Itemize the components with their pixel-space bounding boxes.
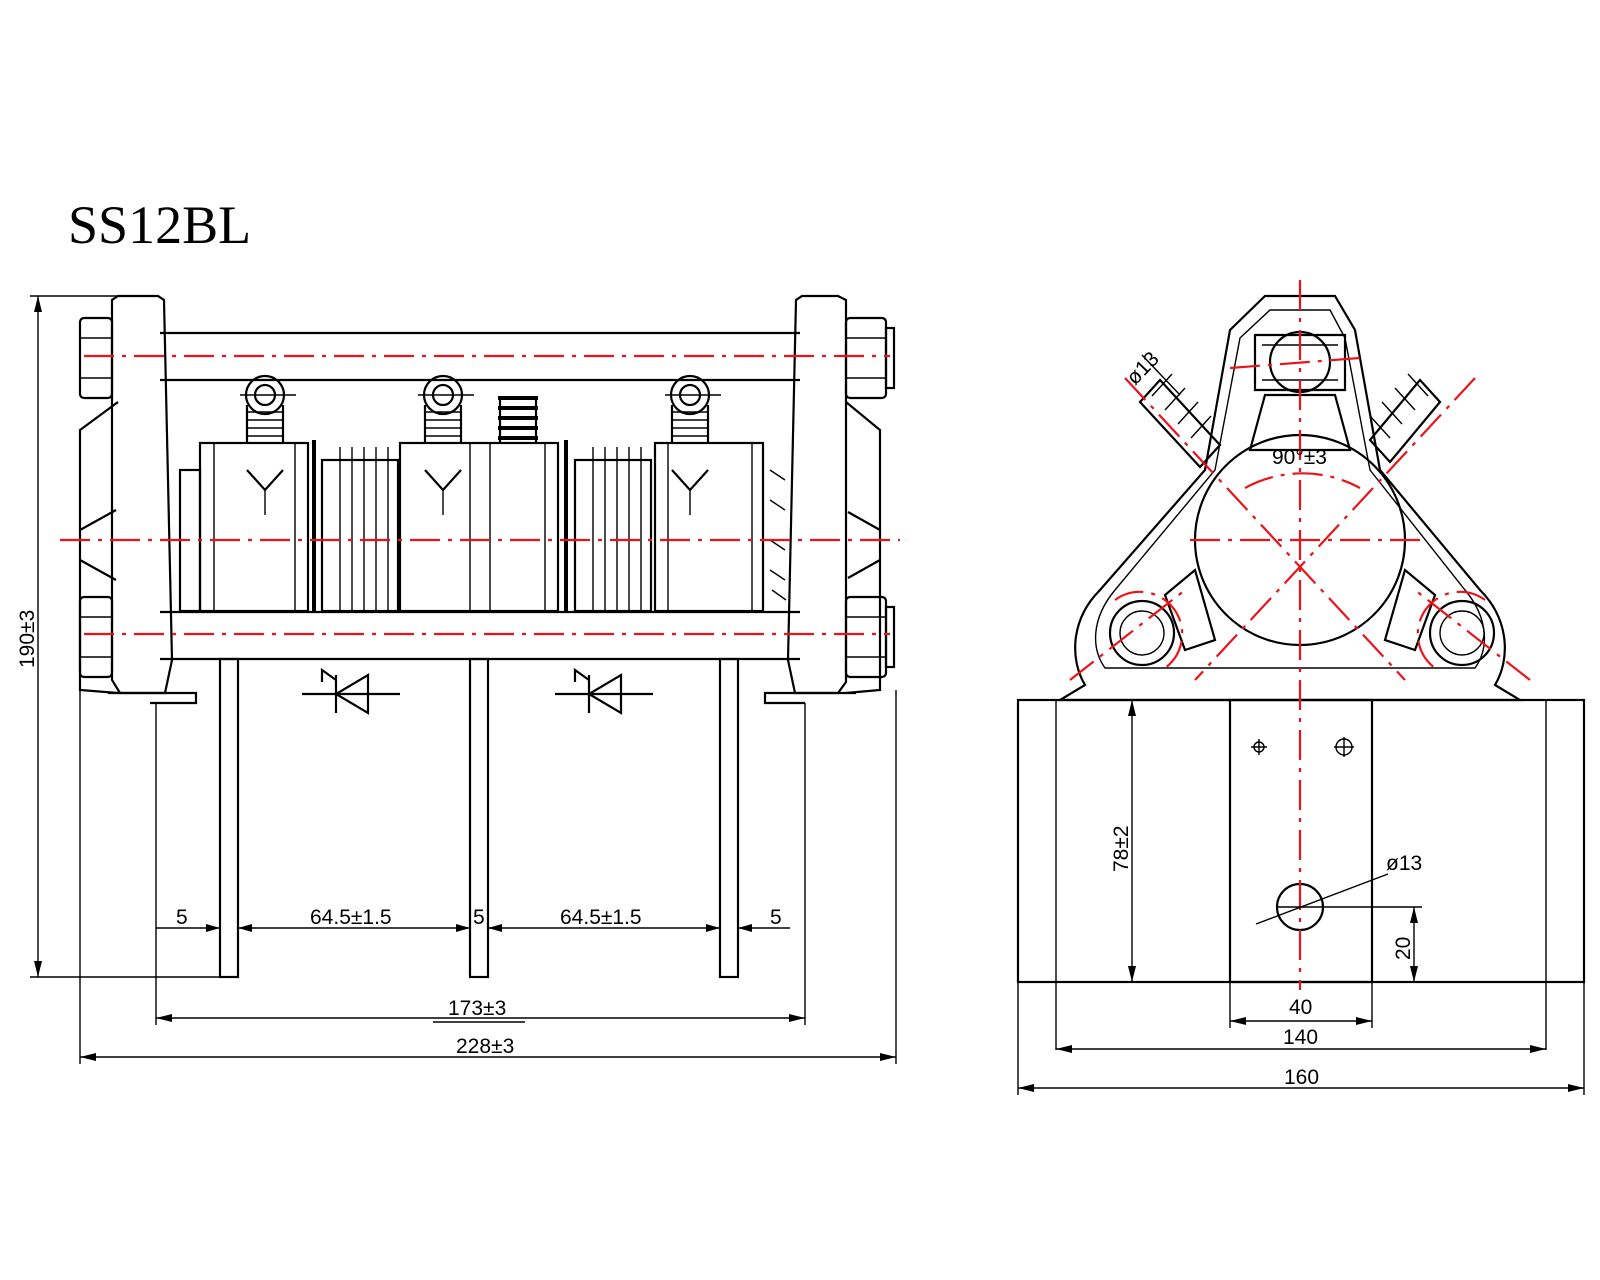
heatsink-right — [653, 441, 787, 613]
overall-width-dimension — [79, 690, 897, 1064]
terminal-stud-left — [240, 374, 296, 515]
height-dim-label: 190±3 — [16, 610, 39, 668]
side-centerlines — [1069, 280, 1531, 990]
angled-stud-left — [1138, 373, 1222, 469]
gap-mid-label: 5 — [473, 906, 485, 929]
thyristor-disc-left — [312, 440, 400, 613]
bar-width-dimension — [1229, 982, 1373, 1028]
spring-washer-stack — [498, 396, 538, 443]
inner-width-dimension — [155, 703, 806, 1025]
pitch-right-label: 64.5±1.5 — [560, 906, 642, 929]
pitch-left-label: 64.5±1.5 — [310, 906, 392, 929]
hole-offset-label: 20 — [1392, 937, 1415, 960]
lower-tie-rod — [160, 610, 800, 661]
inner-width-label: 173±3 — [448, 997, 506, 1020]
nut-bottom-left — [78, 595, 114, 679]
thyristor-symbol-right — [555, 667, 653, 715]
hole-height-dimension — [1124, 700, 1230, 983]
thyristor-disc-right — [564, 440, 653, 613]
nut-bottom-right — [844, 595, 896, 679]
overall-width-label: 228±3 — [456, 1035, 514, 1058]
gap-left-label: 5 — [176, 906, 188, 929]
triangular-clamp — [1056, 294, 1524, 702]
bottom-hole-dia-label: ø13 — [1386, 852, 1422, 875]
terminal-stud-right — [665, 374, 721, 515]
front-centerlines — [60, 354, 900, 636]
lower-bolt-right — [1428, 599, 1496, 667]
terminal-stud-center — [418, 374, 474, 515]
right-clamp-plate — [763, 294, 882, 705]
thyristor-symbol-left — [302, 667, 400, 715]
nut-top-right — [844, 316, 896, 400]
side-view: ø13 90°±3 ø13 78±2 20 — [1016, 280, 1586, 1095]
hole-offset-dimension — [1277, 906, 1422, 983]
base-inner-width-label: 140 — [1283, 1026, 1318, 1049]
gap-right-label: 5 — [770, 906, 782, 929]
busbar-legs — [218, 657, 740, 979]
base-width-label: 160 — [1284, 1066, 1319, 1089]
angled-stud-right — [1368, 373, 1442, 464]
hole-height-label: 78±2 — [1110, 825, 1133, 872]
left-clamp-plate — [78, 294, 198, 705]
front-view: 190±3 5 64.5±1.5 5 64.5±1.5 5 17 — [16, 294, 900, 1064]
angle-label: 90°±3 — [1272, 446, 1327, 469]
spacing-dimension-row — [156, 924, 790, 932]
heatsink-left — [178, 441, 310, 613]
heatsink-center — [398, 441, 560, 613]
height-dimension — [30, 295, 230, 978]
model-title: SS12BL — [68, 195, 251, 255]
base-width-dimension — [1017, 982, 1585, 1095]
lower-bolt-left — [1108, 599, 1176, 667]
base-inner-width-dimension — [1056, 1045, 1546, 1053]
disc-lug-left — [1163, 568, 1217, 652]
disc-lug-right — [1383, 568, 1437, 652]
bottom-hole-leader — [1255, 873, 1389, 925]
upper-tie-rod — [160, 331, 800, 382]
top-hole-leader — [1141, 354, 1181, 396]
bar-width-label: 40 — [1289, 996, 1312, 1019]
nut-top-left — [78, 316, 114, 400]
